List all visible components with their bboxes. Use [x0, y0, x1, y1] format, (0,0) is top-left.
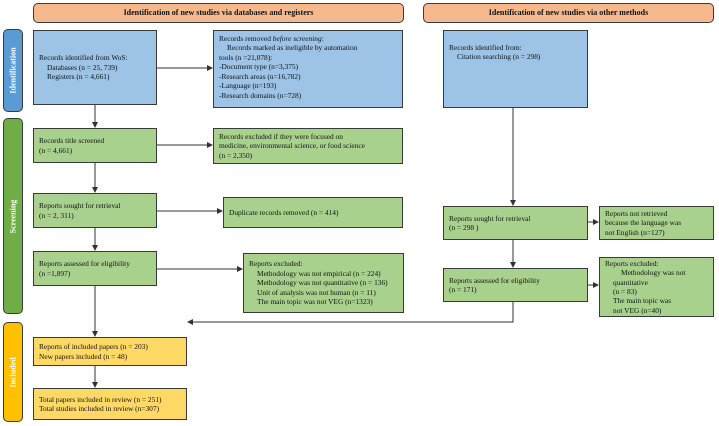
sought-right-line-2: (n = 298 ) [449, 223, 479, 232]
excluded-right-item-3: (n = 83) [613, 287, 637, 296]
box-reports-assessed-right: Reports assessed for eligibility (n = 17… [443, 268, 588, 302]
excluded-right-item-4: The main topic was [613, 296, 672, 306]
removed-item-research-domains: -Research domains (n=728) [219, 90, 302, 100]
title-screened-line-1: Records title screened [39, 136, 105, 146]
wos-title: Records identified from WoS: [39, 53, 128, 63]
duplicates-text: Duplicate records removed (n = 414) [229, 207, 339, 217]
excluded-left-item-3: Unit of analysis was not human (n = 11) [257, 287, 376, 297]
removed-line-2: tools (n =21,078): [219, 52, 273, 62]
box-reports-not-retrieved: Reports not retrieved because the langua… [599, 206, 714, 240]
header-other-methods: Identification of new studies via other … [423, 3, 714, 23]
total-line-2: Total studies included in review (n=307) [39, 404, 160, 413]
box-reports-excluded-left: Reports excluded: Methodology was not em… [243, 253, 404, 313]
citation-line: Citation searching (n = 298) [457, 52, 541, 62]
header-databases-text: Identification of new studies via databa… [123, 7, 314, 17]
not-retrieved-line-2: because the language was [605, 218, 682, 228]
not-retrieved-line-1: Reports not retrieved [605, 208, 668, 218]
excluded-title-line-1: Records excluded if they were focused on [219, 131, 343, 141]
total-line-1: Total papers included in review (n = 251… [39, 394, 162, 404]
box-reports-assessed-left: Reports assessed for eligibility (n =1,8… [33, 251, 157, 286]
phase-included: Included [3, 322, 23, 422]
excluded-left-title: Reports excluded: [249, 259, 303, 269]
removed-item-research-areas: -Research areas (n=16,782) [219, 71, 301, 81]
excluded-right-item-5: not VEG (n=40) [613, 305, 662, 315]
included-papers-line-2: New papers included (n = 48) [39, 351, 128, 361]
excluded-left-item-4: The main topic was not VEG (n=1323) [257, 297, 373, 307]
wos-databases: Databases (n = 25, 739) [47, 62, 118, 72]
phase-screening: Screening [3, 118, 23, 314]
removed-line-1: Records marked as ineligible by automati… [227, 43, 358, 53]
box-included-papers: Reports of included papers (n = 203) New… [33, 337, 187, 366]
arrow-assessed-right-to-included [187, 302, 514, 325]
included-papers-line-1: Reports of included papers (n = 203) [39, 342, 148, 352]
box-records-title-screened: Records title screened (n = 4,661) [33, 128, 157, 163]
not-retrieved-line-3: not English (n=127) [605, 227, 665, 237]
citation-title: Records identified from: [449, 43, 522, 52]
excluded-left-item-2: Methodology was not quantitative (n = 13… [257, 278, 388, 288]
removed-item-language: -Language (n=193) [219, 81, 277, 91]
assessed-left-line-2: (n =1,897) [39, 268, 71, 278]
box-reports-sought-right: Reports sought for retrieval (n = 298 ) [443, 206, 588, 240]
removed-item-document-type: -Document type (n=3,375) [219, 62, 299, 72]
phase-identification: Identification [3, 29, 23, 112]
box-duplicates-removed: Duplicate records removed (n = 414) [223, 197, 403, 228]
title-screened-line-2: (n = 4,661) [39, 145, 73, 155]
excluded-title-line-2: medicine, environmental science, or food… [219, 141, 365, 151]
box-records-removed: Records removed before screening: Record… [213, 30, 403, 108]
sought-left-line-1: Reports sought for retrieval [39, 201, 121, 211]
header-databases: Identification of new studies via databa… [33, 3, 404, 23]
box-reports-excluded-right: Reports excluded: Methodology was not qu… [599, 257, 714, 317]
sought-left-line-2: (n = 2, 311) [39, 210, 74, 220]
wos-registers: Registers (n = 4,661) [47, 72, 110, 82]
excluded-right-title: Reports excluded: [605, 258, 659, 268]
assessed-right-line-2: (n = 171) [449, 285, 477, 294]
box-reports-sought-left: Reports sought for retrieval (n = 2, 311… [33, 193, 157, 228]
excluded-right-item-2: quantitative [613, 277, 648, 287]
assessed-right-line-1: Reports assessed for eligibility [449, 275, 540, 285]
sought-right-line-1: Reports sought for retrieval [449, 213, 531, 223]
excluded-title-line-3: (n = 2,350) [219, 150, 253, 160]
removed-title: Records removed before screening: [219, 34, 324, 43]
excluded-right-item-1: Methodology was not [621, 268, 686, 278]
excluded-left-item-1: Methodology was not empirical (n = 224) [257, 268, 381, 278]
box-records-identified-citation: Records identified from: Citation search… [443, 30, 588, 108]
box-records-excluded-title: Records excluded if they were focused on… [213, 128, 403, 164]
header-other-methods-text: Identification of new studies via other … [488, 7, 649, 17]
box-records-identified-wos: Records identified from WoS: Databases (… [33, 30, 157, 105]
box-total-included: Total papers included in review (n = 251… [33, 388, 187, 420]
assessed-left-line-1: Reports assessed for eligibility [39, 259, 130, 269]
